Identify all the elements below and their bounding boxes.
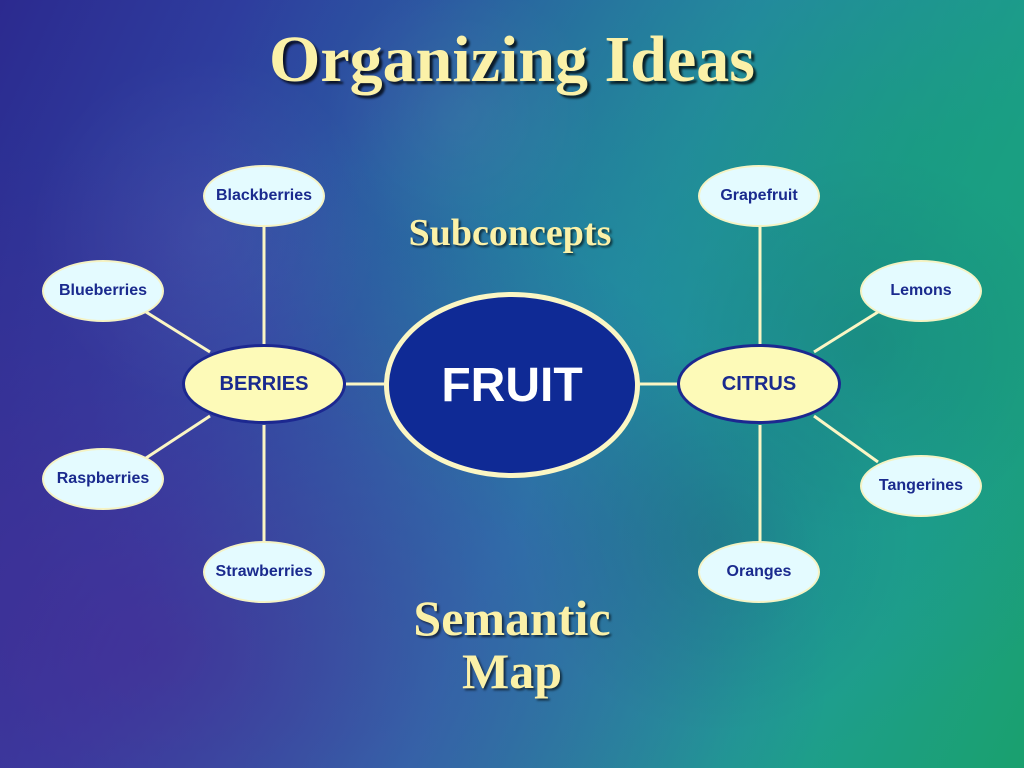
node-citrus: CITRUS	[677, 344, 841, 424]
node-blackberries: Blackberries	[203, 165, 325, 227]
node-raspberries: Raspberries	[42, 448, 164, 510]
node-blackberries-label: Blackberries	[215, 187, 313, 204]
semantic-map-line-1: Semantic	[413, 590, 611, 646]
node-citrus-label: CITRUS	[721, 372, 797, 395]
node-lemons: Lemons	[860, 260, 982, 322]
node-fruit: FRUIT	[384, 292, 640, 478]
node-grapefruit: Grapefruit	[698, 165, 820, 227]
semantic-map-label: Semantic Map	[362, 592, 662, 697]
node-lemons-label: Lemons	[890, 282, 952, 299]
semantic-map-line-2: Map	[462, 642, 562, 699]
node-tangerines-label: Tangerines	[878, 477, 964, 494]
node-fruit-label: FRUIT	[441, 358, 583, 412]
connector-citrus-lemons	[813, 310, 879, 354]
node-raspberries-label: Raspberries	[56, 470, 150, 487]
node-oranges: Oranges	[698, 541, 820, 603]
slide-title: Organizing Ideas	[269, 23, 755, 96]
node-berries: BERRIES	[182, 344, 346, 424]
node-berries-label: BERRIES	[219, 372, 309, 395]
node-oranges-label: Oranges	[726, 563, 792, 580]
subconcepts-label: Subconcepts	[408, 212, 612, 254]
connector-citrus-tangerines	[813, 414, 879, 464]
connector-berries-blueberries	[145, 310, 211, 354]
node-strawberries: Strawberries	[203, 541, 325, 603]
node-blueberries: Blueberries	[42, 260, 164, 322]
node-strawberries-label: Strawberries	[215, 563, 313, 580]
connector-berries-raspberries	[145, 414, 211, 460]
node-tangerines: Tangerines	[860, 455, 982, 517]
node-grapefruit-label: Grapefruit	[720, 187, 798, 204]
node-blueberries-label: Blueberries	[58, 282, 148, 299]
